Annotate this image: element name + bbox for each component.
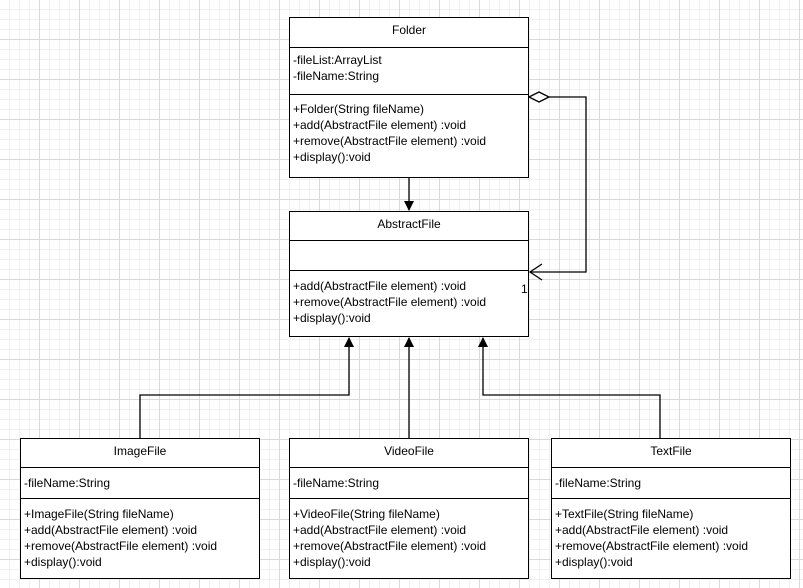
folder-method-display: +display():void (293, 150, 371, 164)
imagefile-method-add: +add(AbstractFile element) :void (24, 523, 198, 537)
textfile-method-add: +add(AbstractFile element) :void (555, 523, 729, 537)
imagefile-methods: +ImageFile(String fileName) +add(Abstrac… (21, 499, 259, 570)
folder-method-remove: +remove(AbstractFile element) :void (293, 134, 487, 148)
textfile-method-constructor: +TextFile(String fileName) (555, 507, 694, 521)
textfile-attr-filename: -fileName:String (555, 476, 642, 490)
videofile-method-remove: +remove(AbstractFile element) :void (293, 539, 487, 553)
abstractfile-attributes (290, 241, 528, 271)
abstractfile-method-add: +add(AbstractFile element) :void (293, 279, 467, 293)
textfile-method-display: +display():void (555, 555, 633, 569)
folder-attributes: -fileList:ArrayList -fileName:String (290, 48, 528, 95)
textfile-class[interactable]: TextFile -fileName:String +TextFile(Stri… (551, 438, 791, 579)
folder-class[interactable]: Folder -fileList:ArrayList -fileName:Str… (289, 17, 529, 178)
videofile-attributes: -fileName:String (290, 468, 528, 499)
textfile-attributes: -fileName:String (552, 468, 790, 499)
videofile-class-name: VideoFile (290, 439, 528, 468)
videofile-attr-filename: -fileName:String (293, 476, 380, 490)
imagefile-class[interactable]: ImageFile -fileName:String +ImageFile(St… (20, 438, 260, 579)
abstractfile-method-remove: +remove(AbstractFile element) :void (293, 295, 487, 309)
textfile-class-name: TextFile (552, 439, 790, 468)
abstractfile-methods: +add(AbstractFile element) :void +remove… (290, 271, 528, 326)
textfile-to-abstractfile-arrow (478, 337, 661, 440)
videofile-methods: +VideoFile(String fileName) +add(Abstrac… (290, 499, 528, 570)
imagefile-attributes: -fileName:String (21, 468, 259, 499)
imagefile-method-remove: +remove(AbstractFile element) :void (24, 539, 218, 553)
aggregation-multiplicity-label: 1 (521, 282, 528, 296)
aggregation-line (530, 96, 587, 273)
aggregation-open-arrowhead (528, 263, 543, 281)
imagefile-class-name: ImageFile (21, 439, 259, 468)
videofile-method-constructor: +VideoFile(String fileName) (293, 507, 440, 521)
videofile-method-add: +add(AbstractFile element) :void (293, 523, 467, 537)
folder-attr-filelist: -fileList:ArrayList (293, 53, 382, 67)
aggregation-diamond (527, 91, 551, 103)
videofile-class[interactable]: VideoFile -fileName:String +VideoFile(St… (289, 438, 529, 579)
folder-attr-filename: -fileName:String (293, 69, 380, 83)
abstractfile-class[interactable]: AbstractFile +add(AbstractFile element) … (289, 211, 529, 337)
videofile-method-display: +display():void (293, 555, 371, 569)
imagefile-method-constructor: +ImageFile(String fileName) (24, 507, 174, 521)
textfile-method-remove: +remove(AbstractFile element) :void (555, 539, 749, 553)
folder-class-name: Folder (290, 18, 528, 48)
textfile-methods: +TextFile(String fileName) +add(Abstract… (552, 499, 790, 570)
imagefile-to-abstractfile-arrow (139, 337, 354, 440)
folder-method-add: +add(AbstractFile element) :void (293, 118, 467, 132)
folder-method-constructor: +Folder(String fileName) (293, 102, 425, 116)
imagefile-attr-filename: -fileName:String (24, 476, 111, 490)
abstractfile-method-display: +display():void (293, 311, 371, 325)
folder-methods: +Folder(String fileName) +add(AbstractFi… (290, 95, 528, 165)
abstractfile-class-name: AbstractFile (290, 212, 528, 241)
imagefile-method-display: +display():void (24, 555, 102, 569)
